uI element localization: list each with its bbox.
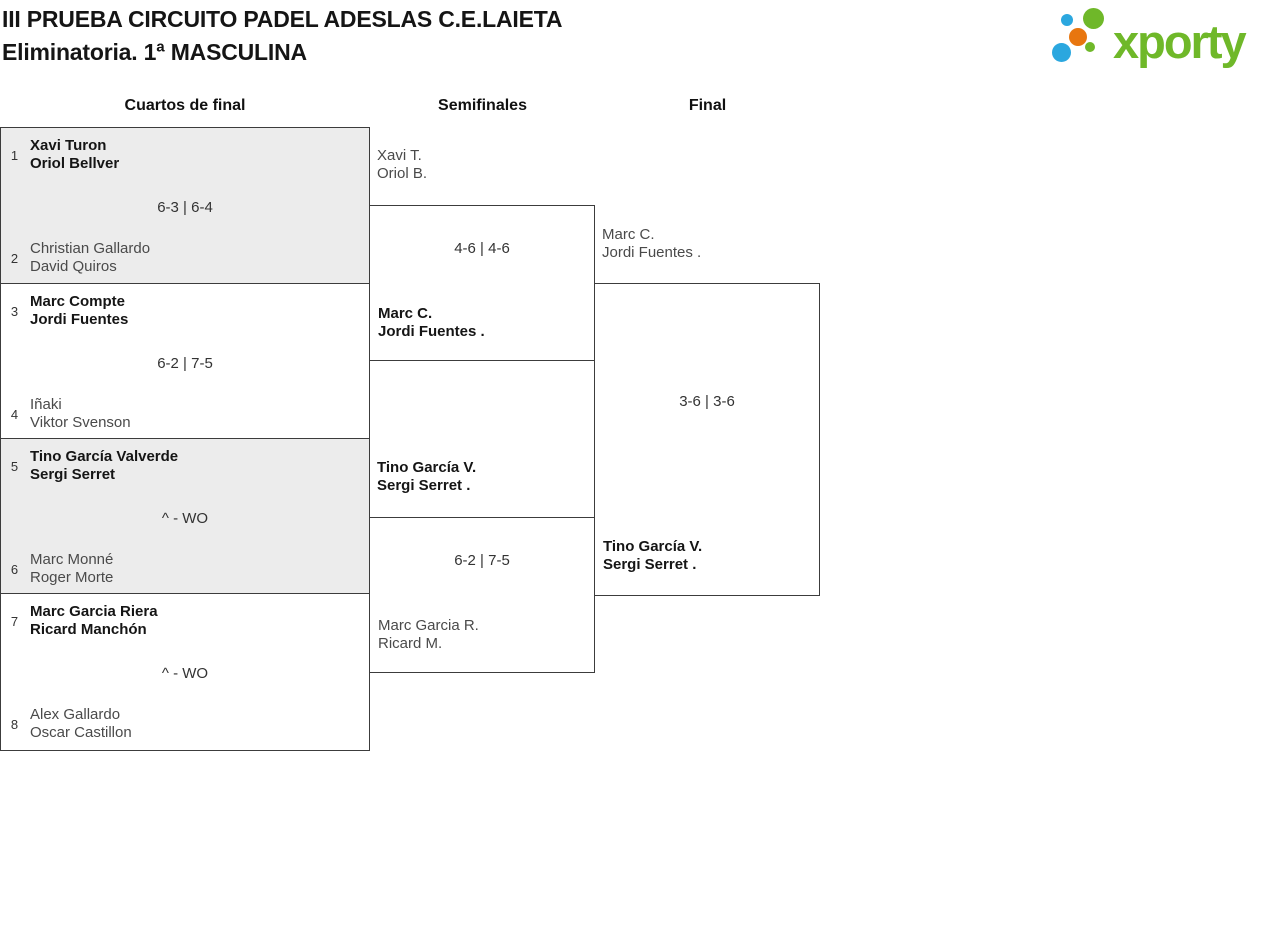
player-name: Christian Gallardo (30, 240, 151, 257)
match-score: 4-6 | 4-6 (454, 240, 510, 257)
pair-names: Marc Compte Jordi Fuentes (30, 293, 128, 329)
player-name: Sergi Serret (30, 466, 116, 483)
player-name: Roger Morte (30, 569, 114, 586)
match-score: 3-6 | 3-6 (679, 393, 735, 410)
seed-number: 1 (10, 147, 19, 163)
match-score: ^ - WO (161, 510, 209, 527)
participant-bottom: 4 Iñaki Viktor Svenson (7, 396, 131, 432)
participant-top: 5 Tino García Valverde Sergi Serret (7, 448, 178, 484)
player-name: Ricard Manchón (30, 621, 147, 638)
sf1-participant-top: Xavi T. Oriol B. (377, 147, 427, 183)
logo-dot-green-small (1085, 42, 1095, 52)
player-name: Jordi Fuentes . (602, 244, 702, 261)
seed-number: 2 (10, 250, 19, 266)
participant-top: 7 Marc Garcia Riera Ricard Manchón (7, 603, 158, 639)
pair-names: Marc Monné Roger Morte (30, 551, 113, 587)
player-name: Jordi Fuentes (30, 311, 129, 328)
round-header-final: Final (688, 97, 727, 114)
participant-top: 1 Xavi Turon Oriol Bellver (7, 137, 119, 173)
sf2-participant-bottom: Marc Garcia R. Ricard M. (378, 617, 479, 653)
participant-bottom: 8 Alex Gallardo Oscar Castillon (7, 706, 132, 742)
participant-bottom: 6 Marc Monné Roger Morte (7, 551, 114, 587)
seed-number: 7 (10, 613, 19, 629)
player-name: Marc C. (602, 226, 655, 243)
player-name: Marc Monné (30, 551, 114, 568)
pair-names: Tino García Valverde Sergi Serret (30, 448, 178, 484)
page-title: III PRUEBA CIRCUITO PADEL ADESLAS C.E.LA… (2, 3, 562, 69)
sf-match-2: 6-2 | 7-5 Marc Garcia R. Ricard M. (369, 517, 595, 673)
final-match: 3-6 | 3-6 Tino García V. Sergi Serret . (594, 283, 820, 596)
match-score: 6-3 | 6-4 (157, 199, 213, 216)
player-name: Tino García V. (377, 459, 477, 476)
final-participant-top: Marc C. Jordi Fuentes . (602, 226, 701, 262)
match-score: 6-2 | 7-5 (157, 355, 213, 372)
seed-number: 3 (10, 303, 19, 319)
pair-names: Marc Garcia Riera Ricard Manchón (30, 603, 158, 639)
match-score: 6-2 | 7-5 (454, 552, 510, 569)
qf-match-3: 5 Tino García Valverde Sergi Serret ^ - … (0, 438, 370, 594)
player-name: Xavi T. (377, 147, 422, 164)
player-name: Tino García V. (603, 538, 703, 555)
seed-number: 8 (10, 716, 19, 732)
logo-dot-green-large (1083, 8, 1104, 29)
final-participant-bottom: Tino García V. Sergi Serret . (603, 538, 702, 574)
logo-dot-blue-large (1052, 43, 1071, 62)
player-name: Jordi Fuentes . (378, 323, 485, 340)
participant-bottom: 2 Christian Gallardo David Quiros (7, 240, 150, 276)
player-name: Sergi Serret . (603, 556, 697, 573)
seed-number: 4 (10, 406, 19, 422)
pair-names: Alex Gallardo Oscar Castillon (30, 706, 132, 742)
page-title-line1: III PRUEBA CIRCUITO PADEL ADESLAS C.E.LA… (2, 6, 563, 32)
sf2-participant-top: Tino García V. Sergi Serret . (377, 459, 476, 495)
player-name: Sergi Serret . (377, 477, 471, 494)
player-name: Marc Garcia Riera (30, 603, 158, 620)
logo-wordmark: xporty (1113, 15, 1247, 68)
player-name: Oriol Bellver (30, 155, 120, 172)
xporty-logo[interactable]: xporty (1050, 4, 1280, 76)
participant-top: 3 Marc Compte Jordi Fuentes (7, 293, 128, 329)
logo-dot-blue-small (1061, 14, 1073, 26)
seed-number: 5 (10, 458, 19, 474)
match-score: ^ - WO (161, 665, 209, 682)
pair-names: Iñaki Viktor Svenson (30, 396, 131, 432)
qf-match-1: 1 Xavi Turon Oriol Bellver 6-3 | 6-4 2 C… (0, 127, 370, 284)
page-title-line2: Eliminatoria. 1ª MASCULINA (2, 39, 307, 65)
player-name: Oriol B. (377, 165, 428, 182)
player-name: Marc Garcia R. (378, 617, 479, 634)
round-header-semifinales: Semifinales (438, 97, 527, 114)
qf-match-2: 3 Marc Compte Jordi Fuentes 6-2 | 7-5 4 … (0, 283, 370, 439)
seed-number: 6 (10, 561, 19, 577)
player-name: Tino García Valverde (30, 448, 179, 465)
round-header-cuartos: Cuartos de final (124, 97, 246, 114)
player-name: Marc C. (378, 305, 433, 322)
logo-dot-orange (1069, 28, 1087, 46)
sf-match-1: 4-6 | 4-6 Marc C. Jordi Fuentes . (369, 205, 595, 361)
sf1-participant-bottom: Marc C. Jordi Fuentes . (378, 305, 485, 341)
player-name: Oscar Castillon (30, 724, 132, 741)
player-name: Marc Compte (30, 293, 126, 310)
qf-match-4: 7 Marc Garcia Riera Ricard Manchón ^ - W… (0, 593, 370, 751)
pair-names: Christian Gallardo David Quiros (30, 240, 150, 276)
player-name: Iñaki (30, 396, 62, 413)
player-name: Viktor Svenson (30, 414, 131, 431)
player-name: Ricard M. (378, 635, 443, 652)
pair-names: Xavi Turon Oriol Bellver (30, 137, 119, 173)
player-name: Xavi Turon (30, 137, 107, 154)
player-name: David Quiros (30, 258, 117, 275)
player-name: Alex Gallardo (30, 706, 121, 723)
